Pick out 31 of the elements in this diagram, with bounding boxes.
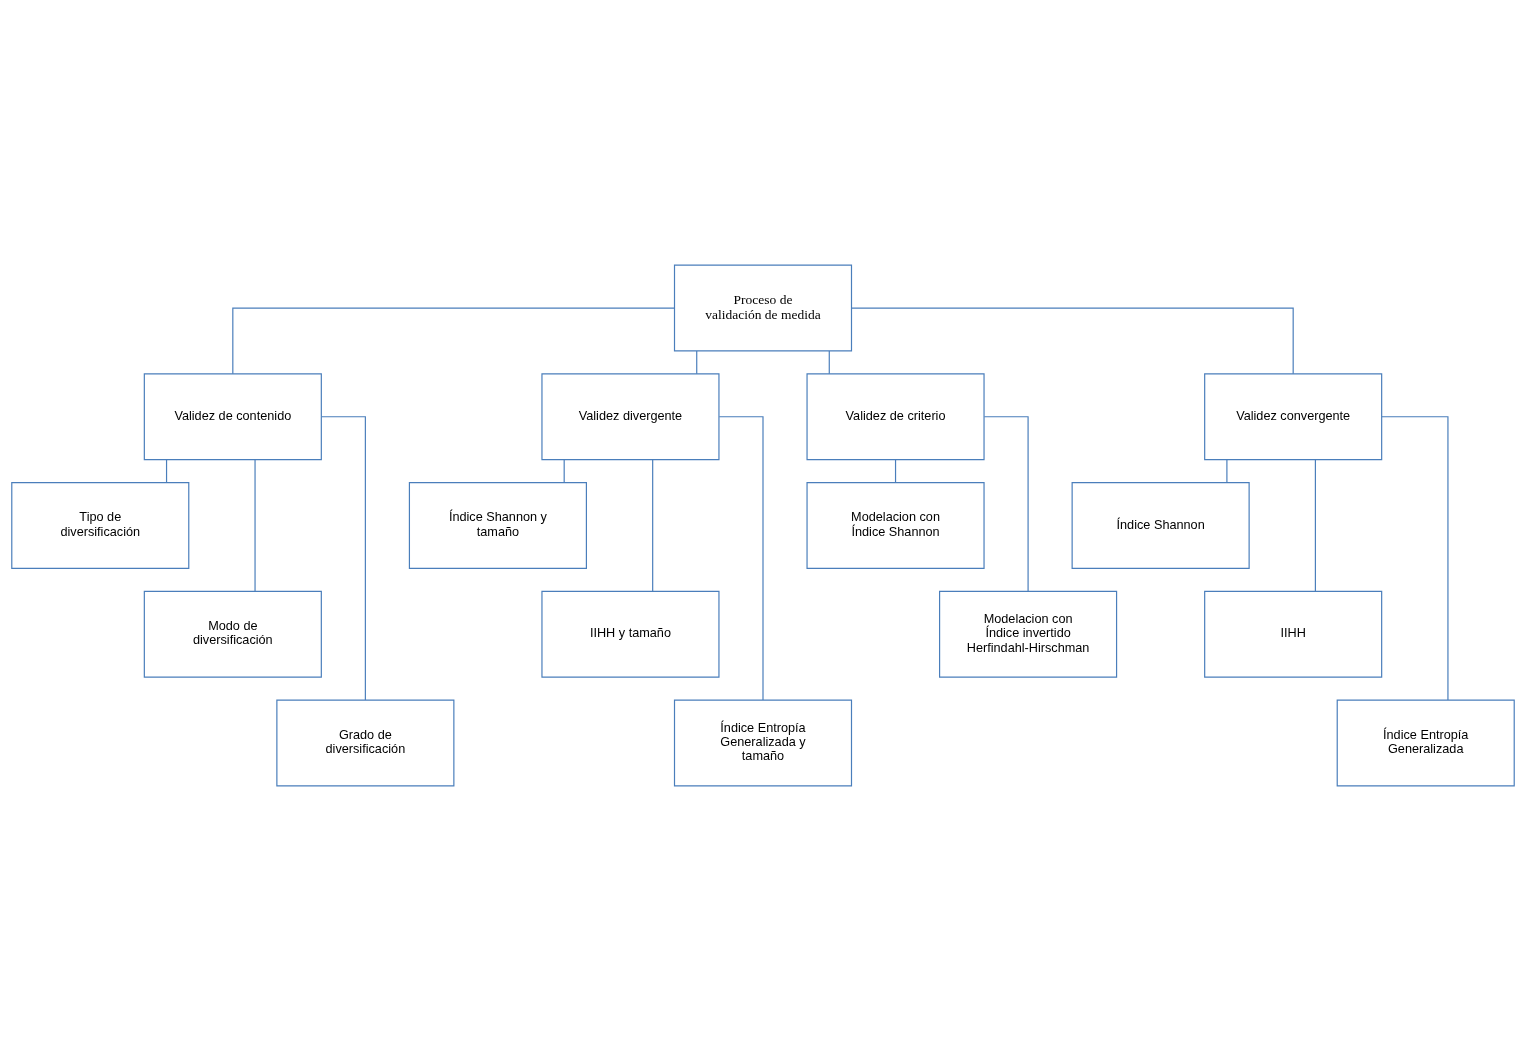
connector <box>894 458 897 483</box>
node-box: Validez convergente <box>1204 372 1383 460</box>
connector <box>1226 458 1228 483</box>
connector <box>652 458 654 592</box>
node-box: Tipo de diversificación <box>11 481 190 569</box>
connector <box>828 349 830 374</box>
connector <box>254 458 256 592</box>
connector <box>1314 458 1316 592</box>
node-box: Grado de diversificación <box>276 699 455 786</box>
node-box: Modelacion con Índice invertido Herfindahl-Hirschman <box>939 590 1118 678</box>
connector <box>165 458 168 483</box>
node-box: Índice Shannon y tamaño <box>408 481 587 569</box>
node-box: Validez de criterio <box>806 372 985 460</box>
node-box: Modelacion con Índice Shannon <box>806 481 985 569</box>
node-box: Índice Entropía Generalizada y tamaño <box>673 699 853 786</box>
node-box: Índice Entropía Generalizada <box>1336 699 1515 786</box>
node-box: Proceso de validación de medida <box>673 264 853 351</box>
connector <box>232 306 675 374</box>
connector <box>321 415 366 701</box>
connector <box>1381 415 1449 701</box>
connector <box>983 415 1029 592</box>
node-box: Índice Shannon <box>1071 481 1250 569</box>
connector <box>696 349 698 374</box>
connector <box>718 415 764 701</box>
node-box: IIHH <box>1204 590 1383 678</box>
node-box: Validez divergente <box>541 372 720 460</box>
node-box: IIHH y tamaño <box>541 590 720 678</box>
connector <box>563 458 565 483</box>
connector <box>851 306 1294 374</box>
node-box: Validez de contenido <box>143 372 322 460</box>
node-box: Modo de diversificación <box>143 590 322 678</box>
